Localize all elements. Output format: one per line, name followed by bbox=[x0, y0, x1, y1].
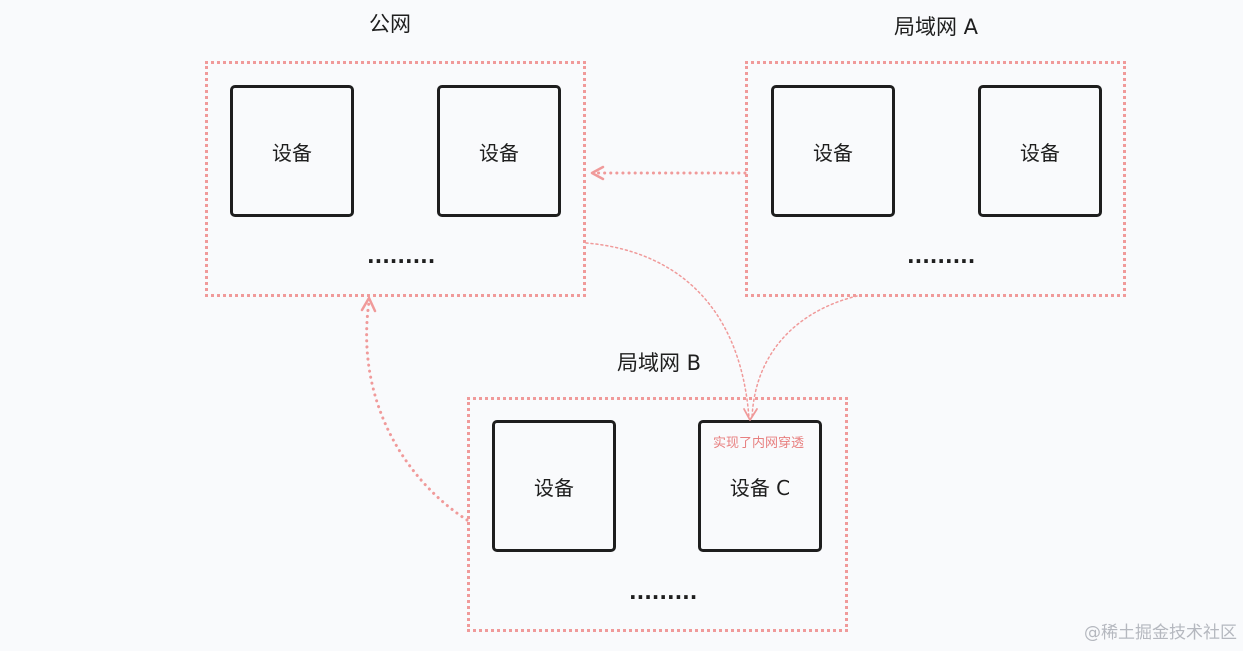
public-network-box bbox=[205, 61, 586, 297]
arrow-lan-b-to-public bbox=[360, 296, 469, 522]
device-label: 设备 bbox=[479, 140, 519, 165]
lan-b-device-c[interactable]: 设备 C bbox=[698, 420, 822, 552]
lan-a-ellipsis: ......... bbox=[907, 244, 976, 268]
lan-a-device-1[interactable]: 设备 bbox=[771, 85, 895, 217]
lan-b-device-1[interactable]: 设备 bbox=[492, 420, 616, 552]
public-network-title: 公网 bbox=[369, 12, 411, 36]
device-label: 设备 bbox=[534, 475, 574, 500]
public-network-device-1[interactable]: 设备 bbox=[230, 85, 354, 217]
public-network-ellipsis: ......... bbox=[367, 244, 436, 268]
lan-a-title: 局域网 A bbox=[894, 15, 979, 39]
arrow-lan-a-to-public bbox=[590, 165, 747, 181]
lan-b-title: 局域网 B bbox=[617, 351, 702, 375]
device-label: 设备 bbox=[1020, 140, 1060, 165]
nat-traversal-annotation: 实现了内网穿透 bbox=[713, 436, 805, 451]
device-label: 设备 bbox=[272, 140, 312, 165]
lan-b-ellipsis: ......... bbox=[629, 580, 698, 604]
device-label: 设备 bbox=[813, 140, 853, 165]
lan-a-box bbox=[745, 61, 1126, 297]
device-label: 设备 C bbox=[729, 475, 791, 500]
lan-a-device-2[interactable]: 设备 bbox=[978, 85, 1102, 217]
public-network-device-2[interactable]: 设备 bbox=[437, 85, 561, 217]
arrow-public-to-device-c bbox=[585, 242, 750, 419]
watermark: @稀土掘金技术社区 bbox=[1084, 623, 1237, 643]
